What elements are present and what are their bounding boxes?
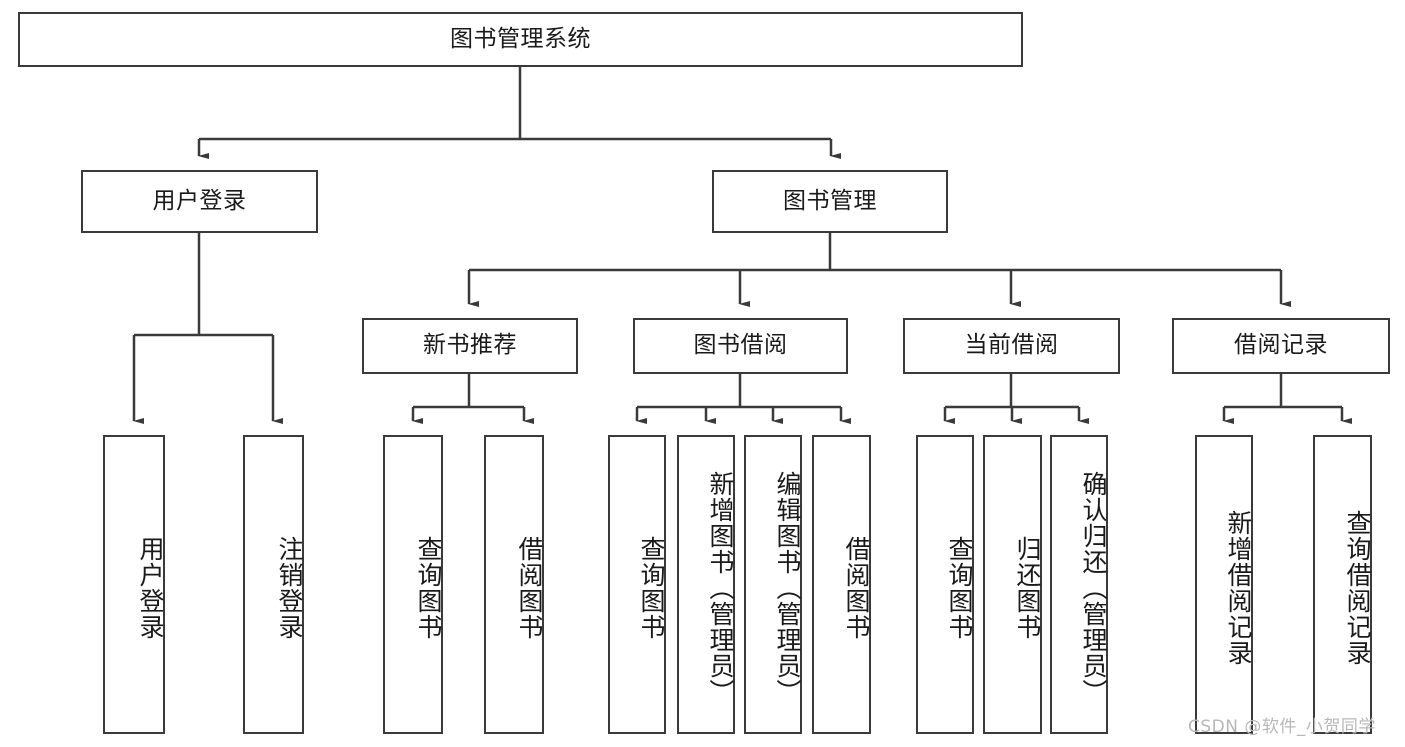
node-user-login[interactable]: 用户登录 (81, 170, 318, 233)
node-label: 用户登录 (152, 187, 247, 214)
leaf-borrow-book[interactable]: 借阅图书 (812, 435, 871, 734)
node-label: 查询借阅记录 (1343, 509, 1372, 666)
leaf-query-book-borrow[interactable]: 查询图书 (608, 435, 666, 734)
node-label: 查询图书 (637, 535, 666, 640)
node-new-book-recommend[interactable]: 新书推荐 (362, 318, 578, 374)
node-label: 借阅图书 (842, 535, 871, 640)
node-label: 新增借阅记录 (1224, 509, 1253, 666)
node-label: 图书管理 (783, 187, 877, 214)
node-borrow-record[interactable]: 借阅记录 (1172, 318, 1390, 374)
node-label: 图书借阅 (693, 332, 788, 359)
node-label: 用户登录 (136, 535, 165, 640)
leaf-borrow-book-recommend[interactable]: 借阅图书 (484, 435, 544, 734)
node-label: 查询图书 (945, 535, 974, 640)
node-label: 新增图书（管理员） (706, 470, 735, 705)
node-label: 新书推荐 (423, 332, 517, 359)
node-book-management[interactable]: 图书管理 (712, 170, 948, 233)
node-root-system[interactable]: 图书管理系统 (18, 12, 1023, 67)
leaf-return-book[interactable]: 归还图书 (983, 435, 1042, 734)
leaf-add-book[interactable]: 新增图书（管理员） (677, 435, 735, 734)
node-label: 借阅图书 (515, 535, 544, 640)
node-label: 注销登录 (275, 535, 304, 640)
leaf-logout-login[interactable]: 注销登录 (243, 435, 304, 734)
leaf-add-borrow-record[interactable]: 新增借阅记录 (1195, 435, 1253, 734)
node-label: 借阅记录 (1234, 332, 1328, 359)
node-label: 当前借阅 (964, 332, 1059, 359)
node-label: 编辑图书（管理员） (773, 470, 802, 705)
leaf-user-login[interactable]: 用户登录 (103, 435, 165, 734)
leaf-query-borrow-record[interactable]: 查询借阅记录 (1313, 435, 1372, 734)
leaf-confirm-return[interactable]: 确认归还（管理员） (1050, 435, 1108, 734)
node-label: 确认归还（管理员） (1079, 470, 1108, 705)
csdn-watermark: CSDN @软件_小贺同学 (1188, 717, 1376, 737)
node-label: 图书管理系统 (450, 25, 591, 52)
node-current-borrow[interactable]: 当前借阅 (903, 318, 1120, 374)
node-book-borrow[interactable]: 图书借阅 (633, 318, 848, 374)
leaf-edit-book[interactable]: 编辑图书（管理员） (744, 435, 802, 734)
leaf-query-book-current[interactable]: 查询图书 (916, 435, 974, 734)
node-label: 归还图书 (1013, 535, 1042, 640)
leaf-query-book-recommend[interactable]: 查询图书 (383, 435, 443, 734)
node-label: 查询图书 (414, 535, 443, 640)
